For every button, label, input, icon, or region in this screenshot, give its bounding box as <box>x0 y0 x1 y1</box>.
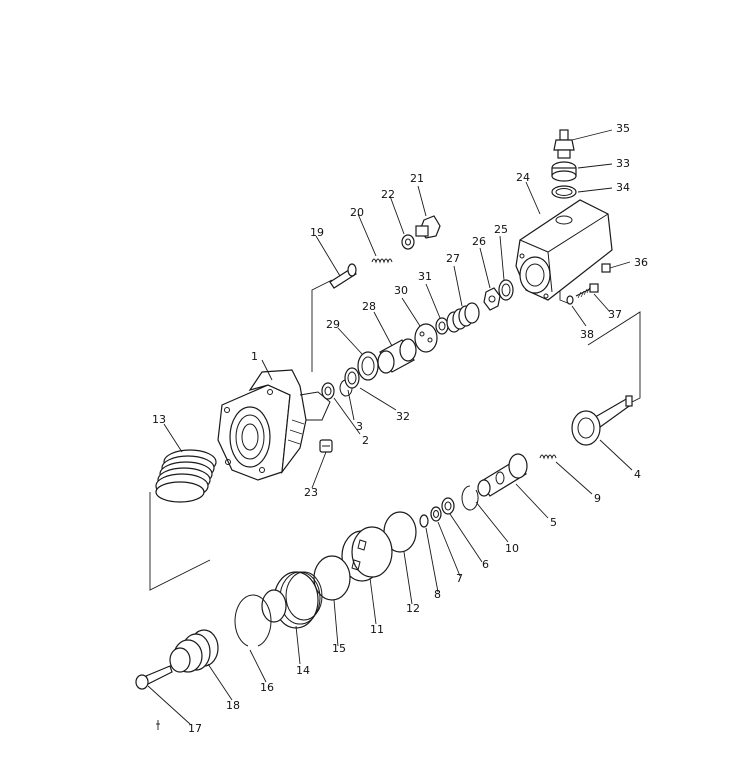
part-32-ring <box>344 367 360 389</box>
part-29-bearing <box>357 351 379 381</box>
part-28-sleeve <box>377 338 417 374</box>
part-14-piston-body <box>261 571 323 629</box>
callout-28: 28 <box>362 300 376 313</box>
part-1-housing <box>217 369 331 481</box>
callout-38: 38 <box>580 328 594 341</box>
callout-3: 3 <box>356 420 363 433</box>
leader-lines <box>147 129 633 725</box>
part-17-clevis <box>135 665 173 690</box>
part-23-plug <box>319 439 333 453</box>
callout-14: 14 <box>296 664 310 677</box>
callout-22: 22 <box>381 188 395 201</box>
callout-25: 25 <box>494 223 508 236</box>
part-24-housing <box>515 199 613 301</box>
part-30-valve <box>414 323 438 353</box>
callout-29: 29 <box>326 318 340 331</box>
callout-labels: 1 2 3 4 5 6 7 8 9 10 11 12 13 14 15 16 1… <box>152 122 648 735</box>
callout-5: 5 <box>550 516 557 529</box>
callout-30: 30 <box>394 284 408 297</box>
callout-16: 16 <box>260 681 274 694</box>
callout-8: 8 <box>434 588 441 601</box>
callout-15: 15 <box>332 642 346 655</box>
callout-34: 34 <box>616 181 630 194</box>
part-9-spring <box>539 454 557 460</box>
tick-mark <box>156 720 160 730</box>
callout-37: 37 <box>608 308 622 321</box>
part-37-bolt <box>575 283 599 299</box>
callout-31: 31 <box>418 270 432 283</box>
callout-7: 7 <box>456 572 463 585</box>
part-26-nut <box>483 287 501 311</box>
part-18-boot <box>169 629 219 673</box>
callout-24: 24 <box>516 171 530 184</box>
part-34-oring <box>551 185 577 199</box>
part-15-oring <box>313 555 351 601</box>
callout-27: 27 <box>446 252 460 265</box>
callout-35: 35 <box>616 122 630 135</box>
part-27-spring <box>446 302 480 333</box>
callout-12: 12 <box>406 602 420 615</box>
part-38-washer <box>566 295 574 305</box>
callout-11: 11 <box>370 623 384 636</box>
callout-21: 21 <box>410 172 424 185</box>
callout-36: 36 <box>634 256 648 269</box>
callout-1: 1 <box>251 350 258 363</box>
part-16-snap-ring <box>234 594 272 647</box>
callout-4: 4 <box>634 468 641 481</box>
callout-20: 20 <box>350 206 364 219</box>
callout-6: 6 <box>482 558 489 571</box>
part-6-washer <box>441 497 455 515</box>
part-25-washer <box>498 279 514 301</box>
callout-17: 17 <box>188 722 202 735</box>
part-2-ring <box>321 382 335 400</box>
part-10-snap-ring <box>461 485 479 511</box>
part-20-spring <box>371 258 393 264</box>
part-36-screw <box>601 263 611 273</box>
callout-26: 26 <box>472 235 486 248</box>
callout-9: 9 <box>594 492 601 505</box>
part-11-piston <box>341 526 393 582</box>
callout-18: 18 <box>226 699 240 712</box>
callout-10: 10 <box>505 542 519 555</box>
part-19-pin <box>329 263 357 289</box>
part-35-fitting <box>553 129 575 159</box>
callout-33: 33 <box>616 157 630 170</box>
part-8-ring <box>419 514 429 528</box>
part-4-shaft <box>571 395 633 446</box>
callout-13: 13 <box>152 413 166 426</box>
part-13-spring <box>155 449 217 503</box>
part-5-spool <box>477 453 528 497</box>
callout-23: 23 <box>304 486 318 499</box>
part-22-washer <box>401 234 415 250</box>
part-33-cap <box>551 161 577 182</box>
part-7-ring <box>430 506 442 522</box>
callout-2: 2 <box>362 434 369 447</box>
part-21-plug <box>415 215 441 239</box>
callout-19: 19 <box>310 226 324 239</box>
part-31-ring <box>435 317 449 335</box>
callout-32: 32 <box>396 410 410 423</box>
